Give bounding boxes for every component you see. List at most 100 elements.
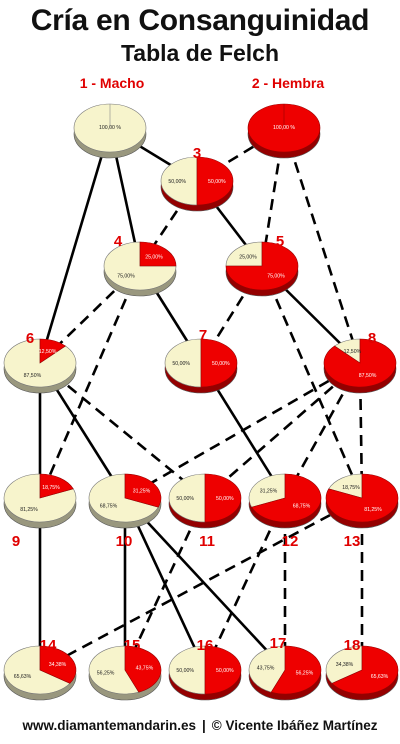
pie-node-8[interactable]: 87,50%12,50% <box>323 338 397 394</box>
pie-17-red-pct: 56,25% <box>296 671 314 677</box>
node-label-9: 9 <box>12 533 20 550</box>
pie-3-cream-slice <box>160 156 198 206</box>
pie-16-red-pct: 50,00% <box>216 668 234 674</box>
edge-12-16-dashed <box>203 497 287 671</box>
pie-7-cream-slice <box>164 338 202 388</box>
pie-9-red-slice <box>39 473 74 499</box>
page-title: Cría en Consanguinidad <box>30 4 370 37</box>
pie-17-red-slice <box>270 645 322 695</box>
pie-10-red-pct: 31,25% <box>133 489 151 495</box>
pie-14-cream-slice <box>3 645 71 695</box>
node-label-6: 6 <box>26 330 34 347</box>
pie-17-cream-slice <box>248 645 286 693</box>
pie-node-15[interactable]: 43,75%56,25% <box>88 645 162 701</box>
edge-13-14-dashed <box>39 496 363 672</box>
pie-8-red-slice <box>323 338 397 388</box>
node-label-17: 17 <box>270 635 287 652</box>
pie-node-11[interactable]: 50,00%50,00% <box>168 473 242 529</box>
pie-3-cream-pct: 50,00% <box>168 179 186 185</box>
pie-9-cream-pct: 81,25% <box>20 507 38 513</box>
node-label-10: 10 <box>116 533 133 550</box>
pie-13-cream-slice <box>328 473 363 499</box>
node-label-5: 5 <box>276 233 284 250</box>
pie-7-cream-pct: 50,00% <box>172 361 190 367</box>
pie-node-5[interactable]: 75,00% 25,00% <box>225 241 299 297</box>
node-label-7: 7 <box>199 327 207 344</box>
pie-10-cream-slice <box>88 473 159 523</box>
pie-node-16[interactable]: 50,00% 50,00% <box>168 645 242 701</box>
pie-8-cream-pct: 12,50% <box>344 349 362 355</box>
pie-node-17[interactable]: 56,25% 43,75% <box>248 645 322 701</box>
pies-layer: 100,00 %100,00 %50,00%50,00%25,00%75,00%… <box>3 103 399 701</box>
pie-18-red-pct: 65,63% <box>371 674 389 680</box>
pie-4-red-slice <box>139 241 177 267</box>
pie-17-cream-pct: 43,75% <box>257 665 275 671</box>
pie-11-cream-pct: 50,00% <box>176 496 194 502</box>
node-label-13: 13 <box>344 533 361 550</box>
edge-5-13-dashed <box>260 265 364 499</box>
node-label-14: 14 <box>40 637 57 654</box>
pie-node-6[interactable]: 12,50% 87,50% <box>3 338 77 394</box>
pie-13-cream-pct: 18,75% <box>342 485 360 491</box>
pie-node-2[interactable]: 100,00 % <box>247 103 321 159</box>
pie-5-red-slice <box>225 241 299 291</box>
pie-3-red-slice <box>196 156 234 206</box>
edge-10-17-solid <box>124 497 286 671</box>
node-label-11: 11 <box>199 533 215 550</box>
pie-node-14[interactable]: 34,38%65,63% <box>3 645 77 701</box>
pie-16-red-slice <box>204 645 242 695</box>
pie-6-red-slice <box>39 338 67 364</box>
pie-node-7[interactable]: 50,00% 50,00% <box>164 338 238 394</box>
pie-11-cream-slice <box>168 473 206 523</box>
pie-12-red-slice <box>251 473 322 523</box>
footer-site[interactable]: www.diamantemandarin.es <box>22 718 197 733</box>
node-label-8: 8 <box>368 330 376 347</box>
page-subtitle: Tabla de Felch <box>120 40 280 66</box>
pie-7-red-pct: 50,00% <box>212 361 230 367</box>
pie-node-13[interactable]: 81,25%18,75% <box>325 473 399 529</box>
node-label-2: 2 - Hembra <box>252 75 325 91</box>
pie-10-cream-pct: 68,75% <box>100 503 118 509</box>
node-label-18: 18 <box>344 637 361 654</box>
pie-15-red-slice <box>124 645 162 693</box>
pie-4-cream-slice <box>103 241 177 291</box>
pie-5-cream-slice <box>225 241 263 267</box>
footer-separator: | <box>202 718 206 733</box>
pie-node-12[interactable]: 68,75%31,25% <box>248 473 322 529</box>
pie-10-red-slice <box>124 473 162 508</box>
node-label-4: 4 <box>114 233 123 250</box>
node-label-1: 1 - Macho <box>80 75 145 91</box>
pie-6-red-pct: 12,50% <box>39 349 57 355</box>
pie-node-18[interactable]: 65,63% 34,38% <box>325 645 399 701</box>
pie-node-9[interactable]: 18,75% 81,25% <box>3 473 77 529</box>
pie-node-4[interactable]: 25,00%75,00% <box>103 241 177 297</box>
pie-1-cream-pct: 100,00 % <box>99 125 121 131</box>
pie-15-cream-pct: 56,25% <box>97 671 115 677</box>
node-label-15: 15 <box>124 637 141 654</box>
node-label-12: 12 <box>282 533 299 550</box>
node-label-3: 3 <box>193 145 201 162</box>
pie-14-cream-pct: 65,63% <box>14 674 32 680</box>
edge-8-11-dashed <box>204 362 361 499</box>
pie-9-red-pct: 18,75% <box>42 485 60 491</box>
pie-node-1[interactable]: 100,00 % <box>73 103 147 159</box>
pie-16-cream-slice <box>168 645 206 695</box>
pie-18-red-slice <box>331 645 399 695</box>
pie-12-cream-slice <box>248 473 286 508</box>
edge-2-8-dashed <box>282 127 362 364</box>
pie-node-3[interactable]: 50,00%50,00% <box>160 156 234 212</box>
edge-1-6-solid <box>38 127 112 364</box>
pie-2-red-pct: 100,00 % <box>273 125 295 131</box>
pie-16-cream-pct: 50,00% <box>176 668 194 674</box>
pie-15-cream-slice <box>88 645 140 695</box>
pie-5-red-pct: 75,00% <box>267 273 285 279</box>
pie-4-red-pct: 25,00% <box>145 255 163 261</box>
pie-6-cream-pct: 87,50% <box>24 373 42 379</box>
pie-13-red-slice <box>325 473 399 523</box>
pie-11-red-slice <box>204 473 242 523</box>
pie-node-10[interactable]: 31,25% 68,75% <box>88 473 162 529</box>
pie-5-cream-pct: 25,00% <box>239 255 257 261</box>
pie-18-cream-pct: 34,38% <box>336 662 354 668</box>
